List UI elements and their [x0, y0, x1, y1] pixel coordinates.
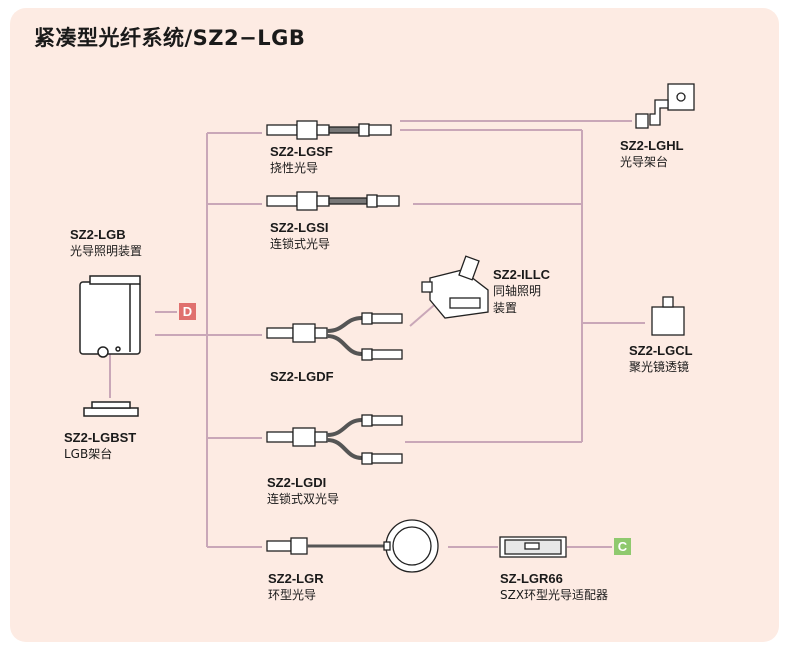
label-illc: SZ2-ILLC 同轴照明 装置 — [493, 266, 550, 317]
lgbst-code: SZ2-LGBST — [64, 430, 137, 445]
interlocked-light-guide-icon — [266, 191, 400, 211]
lgsi-code: SZ2-LGSI — [270, 220, 329, 235]
lgr66-code: SZ-LGR66 — [500, 571, 563, 586]
label-lghl: SZ2-LGHL 光导架台 — [620, 137, 684, 171]
lgr66-desc: SZX环型光导适配器 — [500, 588, 609, 602]
lgr-desc: 环型光导 — [268, 588, 317, 602]
badge-c: C — [614, 538, 631, 555]
lghl-desc: 光导架台 — [620, 155, 669, 169]
lgb-desc: 光导照明装置 — [70, 244, 143, 258]
stand-icon — [83, 401, 139, 417]
condenser-lens-icon — [651, 296, 685, 336]
lgdf-code: SZ2-LGDF — [270, 369, 334, 384]
label-lgbst: SZ2-LGBST LGB架台 — [64, 429, 136, 463]
ring-light-guide-icon — [266, 519, 439, 573]
connection-lines — [109, 120, 645, 548]
label-lgsf: SZ2-LGSF 挠性光导 — [270, 143, 333, 177]
label-lgdf: SZ2-LGDF — [270, 368, 334, 385]
ring-adapter-icon — [499, 536, 567, 558]
label-lgr66: SZ-LGR66 SZX环型光导适配器 — [500, 570, 608, 604]
label-lgb: SZ2-LGB 光导照明装置 — [70, 226, 142, 260]
lgdi-code: SZ2-LGDI — [267, 475, 327, 490]
illc-desc-line1: 同轴照明 — [493, 284, 542, 298]
label-lgdi: SZ2-LGDI 连锁式双光导 — [267, 474, 339, 508]
flexible-light-guide-icon — [266, 120, 392, 140]
coaxial-illuminator-icon — [421, 255, 489, 319]
lgsf-desc: 挠性光导 — [270, 161, 319, 175]
lgbst-desc: LGB架台 — [64, 447, 113, 461]
lgsi-desc: 连锁式光导 — [270, 237, 331, 251]
label-lgcl: SZ2-LGCL 聚光镜透镜 — [629, 342, 693, 376]
dual-flexible-light-guide-icon — [266, 312, 403, 361]
lgdi-desc: 连锁式双光导 — [267, 492, 340, 506]
label-lgr: SZ2-LGR 环型光导 — [268, 570, 324, 604]
lgr-code: SZ2-LGR — [268, 571, 324, 586]
light-source-icon — [79, 275, 141, 358]
badge-d: D — [179, 303, 196, 320]
dual-interlocked-light-guide-icon — [266, 414, 403, 465]
illc-desc-line2: 装置 — [493, 301, 518, 315]
lgb-code: SZ2-LGB — [70, 227, 126, 242]
illc-code: SZ2-ILLC — [493, 267, 551, 282]
lgcl-desc: 聚光镜透镜 — [629, 360, 690, 374]
lghl-code: SZ2-LGHL — [620, 138, 684, 153]
guide-stand-icon — [635, 83, 695, 129]
lgsf-code: SZ2-LGSF — [270, 144, 333, 159]
label-lgsi: SZ2-LGSI 连锁式光导 — [270, 219, 330, 253]
lgcl-code: SZ2-LGCL — [629, 343, 693, 358]
page-title: 紧凑型光纤系统/SZ2−LGB — [34, 26, 306, 50]
